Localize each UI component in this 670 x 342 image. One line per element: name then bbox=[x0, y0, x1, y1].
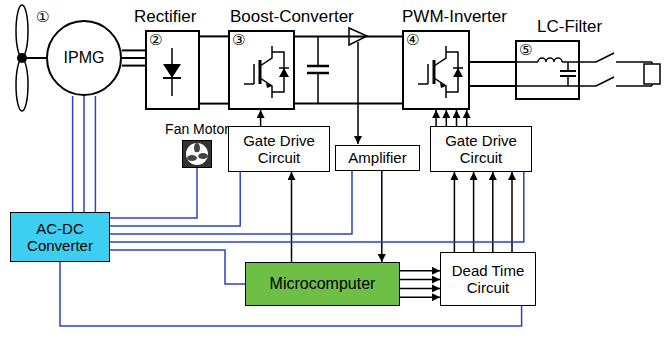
supply-line bbox=[73, 96, 96, 212]
signal-arrow bbox=[400, 288, 440, 290]
output-switch bbox=[580, 53, 652, 86]
gate-signal-arrow bbox=[436, 110, 467, 126]
gate-signal-arrow bbox=[260, 110, 261, 126]
box-label: Gate Drive Circuit bbox=[436, 132, 526, 167]
signal-arrow bbox=[381, 171, 383, 262]
igbt-symbol bbox=[418, 46, 463, 98]
gate-signal-arrow bbox=[456, 110, 458, 126]
signal-arrow bbox=[511, 172, 513, 252]
box-label: Microcomputer bbox=[270, 275, 376, 293]
dc-line bbox=[200, 36, 228, 103]
signal-arrow bbox=[400, 271, 440, 297]
signal-arrow bbox=[454, 172, 512, 252]
signal-arrow bbox=[492, 172, 494, 252]
three-phase-line bbox=[122, 57, 145, 59]
fan-motor: Fan Motor bbox=[182, 140, 212, 168]
box-label: Gate Drive Circuit bbox=[234, 132, 324, 167]
boost-converter-block: Boost-Converter③ bbox=[228, 30, 295, 110]
gate-signal-arrow bbox=[435, 110, 437, 126]
box-label: Dead Time Circuit bbox=[446, 262, 530, 297]
callout-number: ① bbox=[36, 10, 49, 25]
microcomputer-box: Microcomputer bbox=[245, 262, 400, 306]
supply-line bbox=[110, 168, 197, 218]
block-title: Rectifier bbox=[134, 7, 196, 27]
block-title: Boost-Converter bbox=[230, 7, 354, 27]
callout-number: ④ bbox=[406, 33, 419, 48]
callout-number: ③ bbox=[232, 33, 245, 48]
gate-signal-arrow bbox=[446, 110, 448, 126]
supply-line bbox=[110, 168, 197, 218]
three-phase-line bbox=[122, 65, 145, 67]
signal-arrow bbox=[473, 172, 475, 252]
fan-label: Fan Motor bbox=[165, 121, 229, 137]
dead-time-box: Dead Time Circuit bbox=[440, 252, 536, 306]
gate-drive-box: Gate Drive Circuit bbox=[430, 126, 532, 172]
dc-bus-line bbox=[295, 35, 402, 37]
dc-capacitor bbox=[307, 37, 329, 103]
block-title: LC-Filter bbox=[537, 17, 602, 37]
supply-line bbox=[110, 172, 524, 242]
dc-line bbox=[200, 103, 228, 105]
filter-block: LC-Filter⑤ bbox=[515, 40, 580, 100]
gate-signal-arrow bbox=[260, 110, 262, 126]
igbt-symbol bbox=[244, 46, 289, 98]
lc-filter-symbol bbox=[517, 58, 578, 86]
supply-line bbox=[95, 96, 97, 212]
current-sensor bbox=[349, 28, 367, 144]
generator-circle: IPMG bbox=[46, 20, 122, 96]
supply-line bbox=[110, 172, 240, 226]
supply-line bbox=[83, 96, 85, 212]
supply-line bbox=[110, 171, 352, 234]
signal-arrow bbox=[400, 279, 440, 281]
supply-line bbox=[72, 96, 74, 212]
ac-output-line bbox=[470, 62, 515, 86]
block-title: PWM-Inverter bbox=[402, 7, 507, 27]
gate-drive-box: Gate Drive Circuit bbox=[228, 126, 330, 172]
dc-bus-line bbox=[295, 36, 402, 103]
dc-line bbox=[200, 35, 228, 37]
supply-line bbox=[110, 172, 240, 226]
supply-line bbox=[110, 250, 245, 284]
power-supply-box: AC-DC Converter bbox=[10, 212, 110, 262]
ac-output-line bbox=[470, 85, 515, 87]
supply-line bbox=[110, 171, 352, 234]
ac-output-line bbox=[470, 61, 515, 63]
fan-icon bbox=[182, 140, 212, 168]
diode-symbol bbox=[163, 48, 181, 96]
supply-line bbox=[110, 250, 245, 284]
three-phase-line bbox=[122, 50, 145, 65]
box-label: AC-DC Converter bbox=[16, 220, 104, 255]
rectifier-block: Rectifier② bbox=[145, 30, 200, 110]
amplifier-box: Amplifier bbox=[335, 145, 420, 171]
box-label: IPMG bbox=[64, 49, 105, 67]
inverter-block: PWM-Inverter④ bbox=[402, 30, 470, 110]
callout-number: ② bbox=[149, 33, 162, 48]
signal-arrow bbox=[291, 172, 292, 262]
signal-arrow bbox=[381, 171, 382, 262]
load-resistor bbox=[644, 62, 660, 86]
dc-bus-line bbox=[295, 103, 402, 105]
supply-line bbox=[110, 172, 524, 242]
signal-arrow bbox=[291, 172, 293, 262]
callout-number: ⑤ bbox=[519, 43, 532, 58]
three-phase-line bbox=[122, 49, 145, 51]
gate-signal-arrow bbox=[466, 110, 468, 126]
signal-arrow bbox=[454, 172, 456, 252]
signal-arrow bbox=[400, 270, 440, 272]
signal-arrow bbox=[400, 296, 440, 298]
box-label: Amplifier bbox=[348, 149, 406, 166]
